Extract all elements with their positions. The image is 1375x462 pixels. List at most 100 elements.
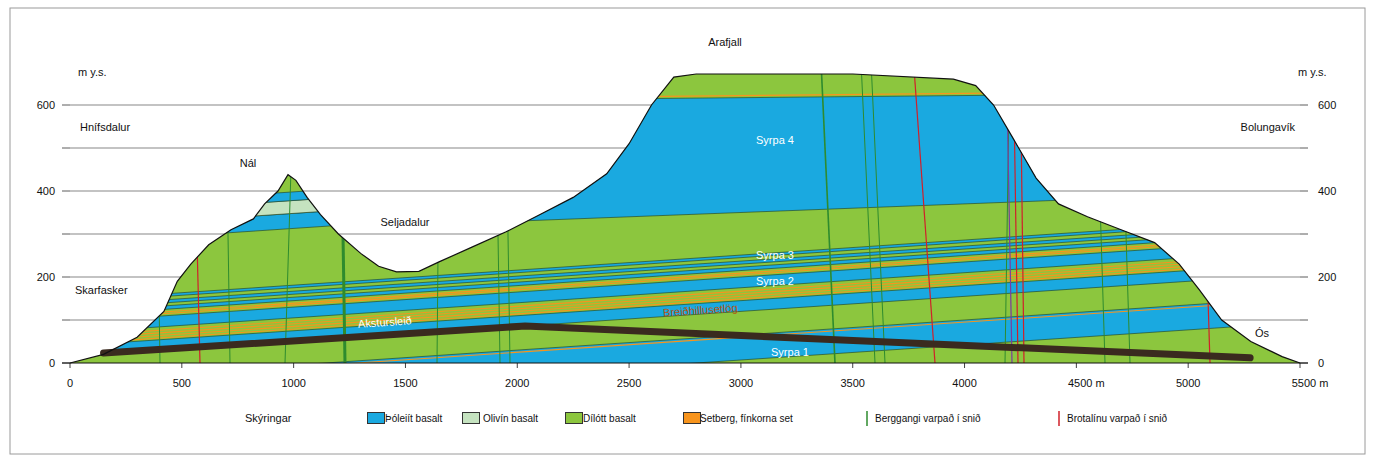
series-label: Syrpa 1 bbox=[771, 346, 809, 359]
legend-swatch bbox=[683, 412, 701, 424]
dike bbox=[155, 40, 160, 363]
axis-tick bbox=[1300, 320, 1308, 321]
fault-sample bbox=[1058, 411, 1060, 426]
x-tick bbox=[70, 363, 71, 368]
x-axis bbox=[62, 363, 1308, 364]
x-tick bbox=[1300, 363, 1301, 368]
x-axis-number: 5500 m bbox=[1292, 377, 1329, 390]
place-name: Bolungavík bbox=[1241, 121, 1295, 134]
syrpa4-tholeiite bbox=[405, 92, 1367, 226]
axis-tick bbox=[62, 148, 70, 149]
x-axis-number: 2000 bbox=[505, 377, 529, 390]
axis-number: 400 bbox=[37, 185, 55, 198]
x-tick bbox=[293, 363, 294, 368]
tholeiite-band bbox=[3, 219, 1367, 314]
dike bbox=[340, 40, 345, 363]
x-axis-number: 1000 bbox=[281, 377, 305, 390]
x-axis-number: 0 bbox=[67, 377, 73, 390]
fault bbox=[1013, 40, 1018, 363]
tholeiite-band bbox=[3, 213, 1367, 307]
dike bbox=[870, 40, 885, 363]
fault bbox=[192, 40, 200, 363]
tholeiite-band bbox=[3, 225, 1367, 320]
legend-item: Olivín basalt bbox=[483, 412, 538, 425]
legend-swatch bbox=[367, 412, 385, 424]
x-tick bbox=[964, 363, 965, 368]
axis-number: 600 bbox=[1318, 99, 1336, 112]
axis-tick bbox=[62, 234, 70, 235]
dike bbox=[285, 40, 295, 363]
peak-name: Arafjall bbox=[708, 36, 742, 49]
place-name: Skarfasker bbox=[75, 284, 128, 297]
axis-tick bbox=[62, 105, 70, 106]
series-label: Syrpa 3 bbox=[756, 249, 794, 262]
axis-tick bbox=[1300, 234, 1308, 235]
fault bbox=[1020, 40, 1024, 363]
axis-tick bbox=[1300, 148, 1308, 149]
x-axis-number: 4000 bbox=[952, 377, 976, 390]
x-axis-number: 3000 bbox=[729, 377, 753, 390]
axis-tick bbox=[1300, 277, 1308, 278]
series-label: Syrpa 4 bbox=[756, 134, 794, 147]
fault bbox=[1006, 40, 1012, 363]
dike-sample bbox=[866, 411, 868, 426]
dike bbox=[437, 40, 440, 363]
x-axis-number: 500 bbox=[173, 377, 191, 390]
dike bbox=[225, 40, 230, 363]
dike bbox=[1095, 40, 1105, 363]
x-axis-number: 4500 m bbox=[1068, 377, 1105, 390]
x-tick bbox=[740, 363, 741, 368]
axis-tick bbox=[1300, 191, 1308, 192]
x-tick bbox=[517, 363, 518, 368]
road-tunnel bbox=[104, 326, 1251, 358]
axis-number: 200 bbox=[1318, 271, 1336, 284]
legend-item: Setberg, fínkorna set bbox=[700, 412, 793, 425]
place-name: Nál bbox=[240, 157, 257, 170]
legend-swatch bbox=[462, 412, 480, 424]
place-name: Seljadalur bbox=[381, 216, 430, 229]
axis-number: 0 bbox=[1318, 357, 1324, 370]
axis-unit: m y.s. bbox=[78, 66, 107, 79]
x-axis-number: 5000 bbox=[1176, 377, 1200, 390]
axis-tick bbox=[62, 277, 70, 278]
fault bbox=[912, 40, 935, 363]
sediment-layer bbox=[3, 249, 1367, 341]
x-tick bbox=[629, 363, 630, 368]
dike bbox=[1120, 40, 1130, 363]
x-tick bbox=[852, 363, 853, 368]
sediment-layer bbox=[3, 295, 1367, 387]
legend-item: Brotalínu varpað í snið bbox=[1067, 412, 1167, 425]
legend-title: Skýringar bbox=[245, 412, 291, 425]
x-axis-number: 2500 bbox=[617, 377, 641, 390]
dike bbox=[820, 40, 835, 363]
legend-item: Berggangi varpað í snið bbox=[875, 412, 981, 425]
axis-tick bbox=[1300, 105, 1308, 106]
axis-number: 200 bbox=[37, 271, 55, 284]
sediment-layer bbox=[405, 90, 1367, 99]
fault bbox=[1200, 40, 1210, 363]
legend-swatch bbox=[565, 412, 583, 424]
x-axis-number: 3500 bbox=[840, 377, 864, 390]
x-tick bbox=[1188, 363, 1189, 368]
dike bbox=[495, 40, 500, 363]
axis-number: 0 bbox=[49, 357, 55, 370]
axis-tick bbox=[62, 320, 70, 321]
legend-item: Þóleiít basalt bbox=[385, 412, 442, 425]
x-tick bbox=[181, 363, 182, 368]
legend-item: Dílótt basalt bbox=[583, 412, 636, 425]
x-axis-number: 1500 bbox=[393, 377, 417, 390]
frame bbox=[10, 8, 1365, 454]
dike bbox=[505, 40, 510, 363]
axis-number: 600 bbox=[37, 99, 55, 112]
series-label: Syrpa 2 bbox=[756, 275, 794, 288]
axis-number: 400 bbox=[1318, 185, 1336, 198]
terrain-outline bbox=[70, 74, 1300, 363]
axis-tick bbox=[62, 191, 70, 192]
x-tick bbox=[1076, 363, 1077, 368]
place-name: Ós bbox=[1255, 327, 1269, 340]
place-name: Hnífsdalur bbox=[80, 121, 130, 134]
axis-unit: m y.s. bbox=[1298, 66, 1327, 79]
x-tick bbox=[405, 363, 406, 368]
